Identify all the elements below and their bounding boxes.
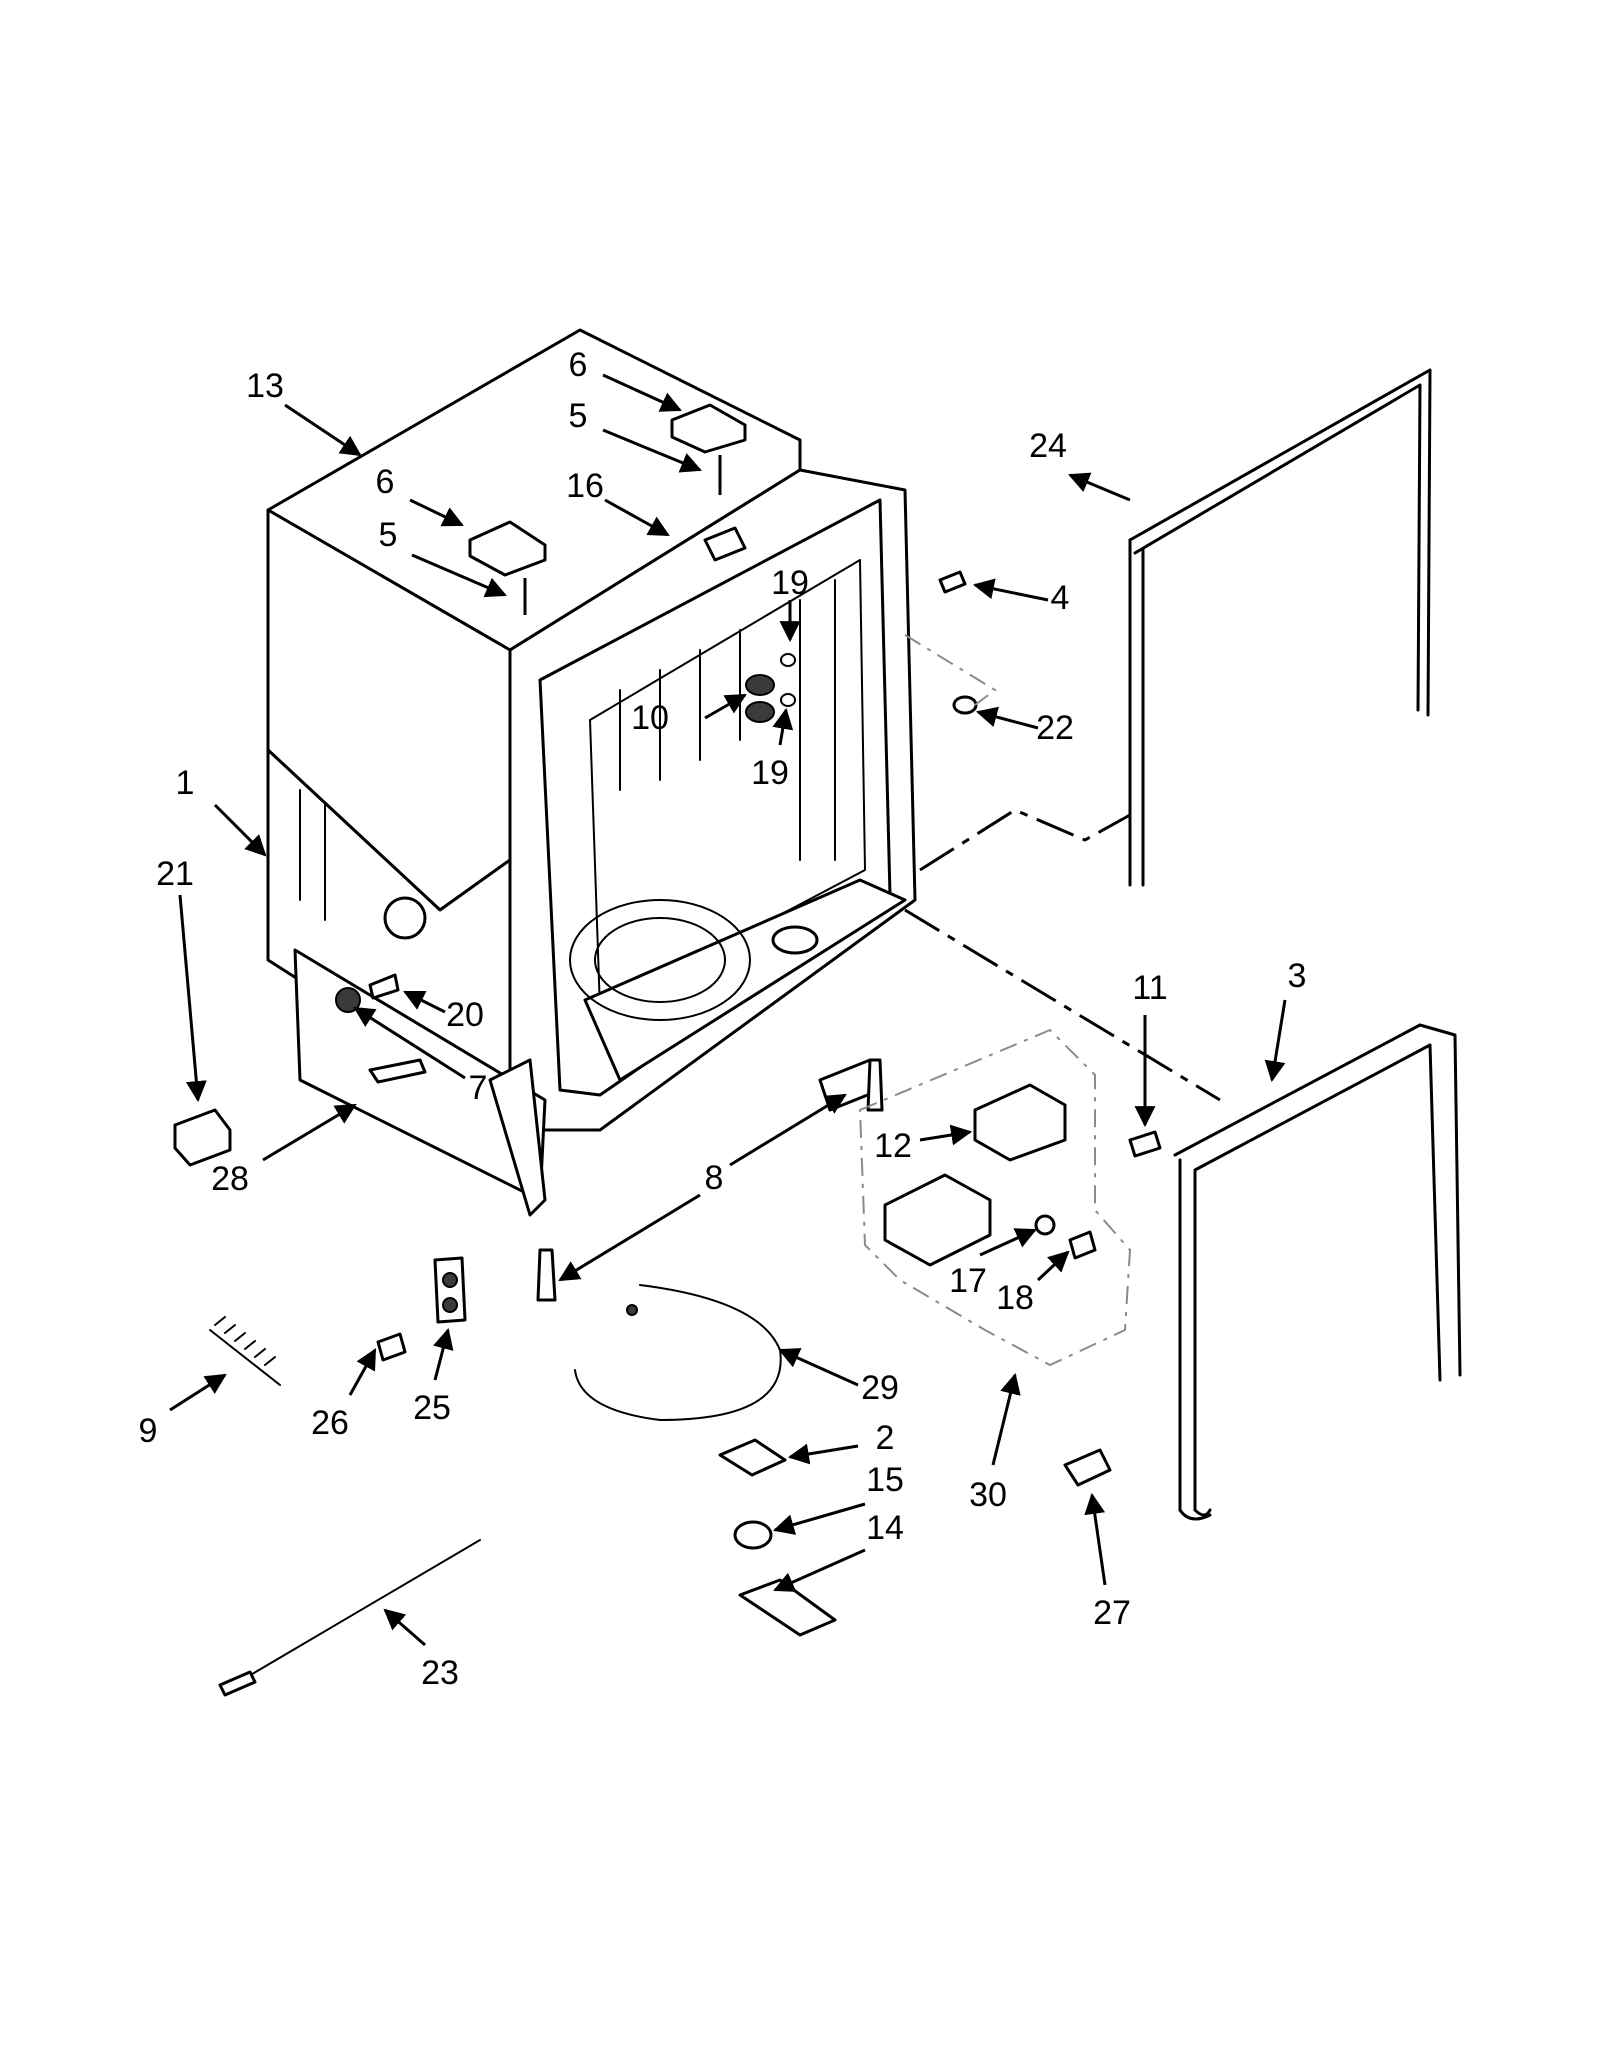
- callout-25: 25: [413, 1389, 451, 1427]
- hinge-bracket-front: [468, 520, 547, 615]
- callout-20: 20: [446, 996, 484, 1034]
- callout-14: 14: [866, 1509, 904, 1547]
- tub-back-wall: [589, 559, 866, 1011]
- part-14-bracket: [738, 1578, 837, 1637]
- part-21-block: [173, 1108, 232, 1167]
- part-25-hole-bottom: [442, 1297, 458, 1313]
- callout-2: 2: [876, 1419, 895, 1457]
- part-15-switch: [733, 1520, 773, 1550]
- part-9-coils: [214, 1316, 276, 1366]
- upper-gasket-24: [1128, 368, 1432, 717]
- callout-13: 13: [246, 367, 284, 405]
- part-7-grommet: [335, 987, 361, 1013]
- vent-clip: [703, 526, 747, 562]
- part-23-rod: [224, 1539, 481, 1691]
- callout-10: 10: [631, 699, 669, 737]
- upper-gasket-24-leg: [1128, 538, 1145, 887]
- callout-12: 12: [874, 1127, 912, 1165]
- callout-7: 7: [469, 1069, 488, 1107]
- part-26-screw: [376, 1332, 407, 1362]
- plug-22: [904, 634, 997, 715]
- tub-side-ribs: [299, 789, 326, 921]
- callout-29: 29: [861, 1369, 899, 1407]
- lower-gasket-3-end: [1178, 1508, 1212, 1521]
- leader-lines: [169, 373, 1287, 1647]
- part-28-rail-plate: [368, 1058, 427, 1084]
- junction-box-outline: [858, 1028, 1132, 1367]
- part-25-hole-top: [442, 1272, 458, 1288]
- part-29-connector: [626, 1304, 638, 1316]
- tub-side-port: [383, 896, 427, 940]
- leveling-leg-rear: [866, 1058, 884, 1112]
- part-29-harness: [574, 1284, 782, 1421]
- callout-15: 15: [866, 1461, 904, 1499]
- callout-30: 30: [969, 1476, 1007, 1514]
- leveling-leg-front: [536, 1248, 557, 1302]
- callout-24: 24: [1029, 427, 1067, 465]
- callout-6-rear: 6: [569, 346, 588, 384]
- callout-labels: 13 6 5 6 5 16 24 4 19 10 19 22 1 21 20 7…: [139, 346, 1307, 1692]
- callout-8: 8: [705, 1159, 724, 1197]
- callout-17: 17: [949, 1262, 987, 1300]
- callout-23: 23: [421, 1654, 459, 1692]
- callout-16: 16: [566, 467, 604, 505]
- callout-26: 26: [311, 1404, 349, 1442]
- part-2-pad: [718, 1438, 787, 1477]
- hinge-bracket-rear: [670, 403, 747, 495]
- part-11-screw: [1128, 1130, 1162, 1158]
- callout-18: 18: [996, 1279, 1034, 1317]
- callout-4: 4: [1051, 579, 1070, 617]
- callout-9: 9: [139, 1412, 158, 1450]
- callout-1: 1: [176, 764, 195, 802]
- tub-drain-cap: [771, 925, 819, 955]
- callout-5-front: 5: [379, 516, 398, 554]
- tub-sump-ring: [569, 899, 751, 1021]
- tub-assembly: [266, 328, 917, 1217]
- lower-gasket-3: [1173, 1023, 1462, 1512]
- assembly-line-upper: [919, 808, 1131, 872]
- tub-sump-inner: [594, 917, 726, 1003]
- part-20-screw: [368, 973, 400, 1000]
- callout-3: 3: [1288, 957, 1307, 995]
- part-9-spring: [209, 1329, 281, 1386]
- screw-4: [938, 570, 967, 594]
- callout-21: 21: [156, 855, 194, 893]
- junction-box-base: [883, 1173, 992, 1267]
- part-23-end: [218, 1670, 257, 1697]
- part-27-clip: [1063, 1448, 1112, 1487]
- callout-22: 22: [1036, 709, 1074, 747]
- part-12-cover: [973, 1083, 1067, 1162]
- part-17-washer: [1034, 1214, 1056, 1236]
- callout-11: 11: [1132, 969, 1167, 1007]
- fill-inlet-assembly: [745, 653, 796, 723]
- callout-19-top: 19: [771, 564, 809, 602]
- tub-base-bracket: [488, 1058, 547, 1217]
- callout-27: 27: [1093, 1594, 1131, 1632]
- tub-wall-ribs: [619, 579, 836, 861]
- callout-28: 28: [211, 1160, 249, 1198]
- callout-6-front: 6: [376, 463, 395, 501]
- callout-19-bottom: 19: [751, 754, 789, 792]
- callout-5-rear: 5: [569, 397, 588, 435]
- part-18-screw: [1068, 1230, 1097, 1260]
- assembly-line-lower: [904, 908, 1221, 1102]
